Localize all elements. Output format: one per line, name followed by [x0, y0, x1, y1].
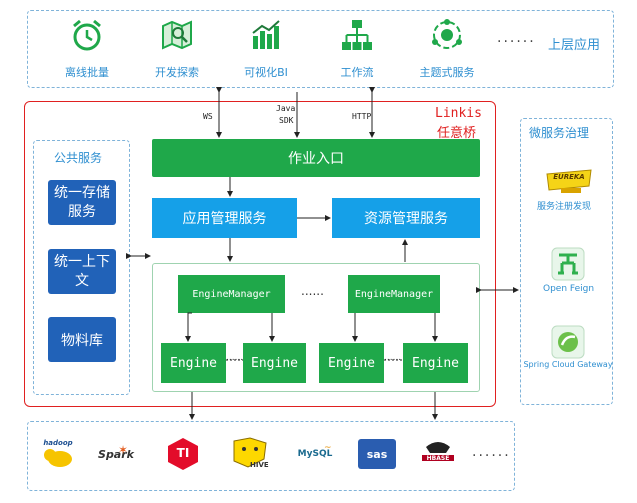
hive-logo: HIVE [228, 437, 272, 471]
tidb-logo-icon [168, 438, 198, 470]
eureka-logo-icon: EUREKA [545, 168, 593, 194]
engine-4[interactable]: Engine [403, 343, 468, 383]
app-theme-service[interactable]: 主题式服务 [402, 18, 492, 80]
microservice-panel [520, 118, 613, 405]
sas-logo: sas [356, 437, 398, 471]
job-entry-box[interactable]: 作业入口 [152, 139, 480, 177]
workflow-tree-icon [342, 20, 372, 50]
linkis-subtitle: 任意桥 [437, 126, 477, 141]
bar-chart-icon [252, 20, 280, 49]
app-visual-bi[interactable]: 可视化BI [221, 18, 311, 80]
service-cycle-icon [432, 19, 462, 49]
hive-logo-icon [233, 437, 267, 468]
proto-sdk: SDK [279, 116, 294, 125]
gateway-logo-icon [551, 325, 585, 359]
engine-manager-left[interactable]: EngineManager [178, 275, 285, 313]
mysql-text: MySQL [297, 449, 333, 459]
spark-text: Spark [98, 447, 134, 461]
sas-logo-icon: sas [358, 439, 396, 469]
storage-dots: ...... [472, 444, 511, 460]
resource-management-box[interactable]: 资源管理服务 [332, 198, 480, 238]
engine-manager-dots: ...... [301, 284, 324, 298]
linkis-panel [24, 101, 496, 407]
unified-context-box[interactable]: 统一上下文 [48, 249, 116, 294]
eureka-logo-text: EUREKA [553, 173, 585, 181]
engine-container [152, 263, 480, 392]
app-management-box[interactable]: 应用管理服务 [152, 198, 297, 238]
hadoop-text: hadoop [43, 439, 73, 447]
tidb-logo: TI [165, 437, 201, 471]
engine-dots-left: ...... [226, 353, 244, 363]
spark-logo-icon: ✶ [118, 443, 129, 457]
app-label: 可视化BI [244, 66, 288, 79]
public-services-panel [33, 140, 130, 395]
engine-2[interactable]: Engine [243, 343, 306, 383]
feign-logo-icon [551, 247, 585, 281]
proto-http: HTTP [352, 112, 372, 121]
unified-storage-box[interactable]: 统一存储服务 [48, 180, 116, 225]
map-explore-icon [162, 20, 192, 50]
open-feign-label: Open Feign [543, 284, 595, 294]
storage-panel [27, 421, 515, 491]
app-label: 开发探索 [155, 66, 199, 79]
hbase-text: HBASE [426, 455, 450, 462]
engine-manager-right[interactable]: EngineManager [348, 275, 440, 313]
top-apps-title: 上层应用 [548, 38, 601, 53]
app-dev-explore[interactable]: 开发探索 [132, 18, 222, 80]
app-label: 离线批量 [65, 66, 109, 79]
hbase-logo-icon [422, 442, 454, 461]
public-services-title: 公共服务 [54, 151, 103, 165]
proto-java: Java [276, 104, 296, 113]
spark-logo: ✶ Spark [94, 437, 138, 471]
hadoop-logo-icon [44, 449, 72, 467]
top-apps-panel [27, 10, 614, 88]
hadoop-logo: hadoop [38, 437, 78, 471]
tidb-text: TI [176, 446, 190, 460]
mysql-logo: MySQL ~ [294, 437, 336, 471]
hive-text: HIVE [250, 461, 269, 469]
linkis-name: Linkis [435, 106, 482, 121]
top-apps-dots: ...... [497, 30, 536, 46]
app-label: 主题式服务 [419, 66, 475, 79]
eureka-label: 服务注册发现 [537, 202, 592, 212]
hbase-logo: HBASE [416, 437, 460, 471]
app-offline-batch[interactable]: 离线批量 [42, 18, 132, 80]
engine-3[interactable]: Engine [319, 343, 384, 383]
engine-dots-right: ...... [384, 353, 402, 363]
alarm-clock-icon [73, 19, 101, 51]
microservice-title: 微服务治理 [529, 126, 590, 140]
engine-1[interactable]: Engine [161, 343, 226, 383]
app-workflow[interactable]: 工作流 [312, 18, 402, 80]
proto-ws: WS [203, 112, 213, 121]
material-library-box[interactable]: 物料库 [48, 317, 116, 362]
mysql-logo-icon: ~ [324, 443, 332, 453]
spring-cloud-gateway-label: Spring Cloud Gateway [523, 360, 613, 369]
app-label: 工作流 [340, 66, 374, 79]
sas-text: sas [366, 447, 388, 461]
